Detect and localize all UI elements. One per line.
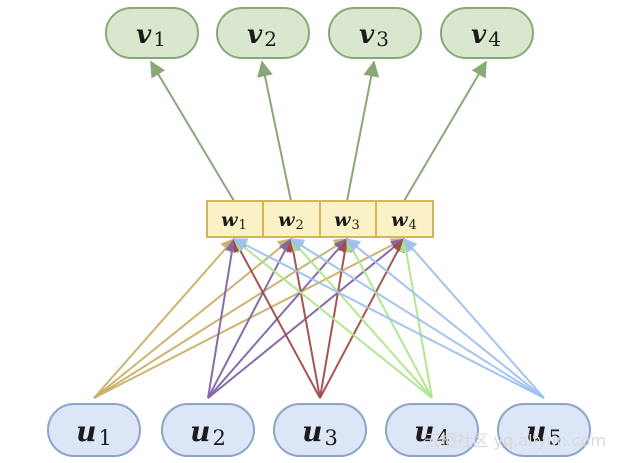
- svg-text:u3: u3: [302, 415, 338, 450]
- input-to-weight-edges: [93, 237, 545, 399]
- svg-text:v4: v4: [471, 20, 501, 51]
- svg-text:u2: u2: [190, 415, 226, 450]
- weight-cell-w2: w2: [278, 209, 304, 233]
- input-node-u4-sub: 4: [436, 426, 449, 450]
- edge-u1-to-w2: [93, 238, 293, 399]
- output-node-v1-sub: 1: [153, 27, 166, 51]
- edge-u2-to-w2: [207, 237, 292, 399]
- edge-u5-to-w2: [289, 238, 545, 399]
- svg-text:u1: u1: [76, 415, 112, 450]
- input-node-u1-sub: 1: [98, 426, 111, 450]
- edge-u3-to-w1: [233, 237, 321, 399]
- svg-text:u5: u5: [526, 415, 562, 450]
- edge-u2-to-w1: [207, 237, 239, 399]
- weight-cell-w3: w3: [334, 209, 360, 233]
- svg-text:v3: v3: [359, 20, 389, 51]
- input-node-u3-main: u: [302, 415, 322, 448]
- input-node-u5-main: u: [526, 415, 546, 448]
- edge-u3-to-w2: [286, 237, 321, 399]
- svg-text:v2: v2: [247, 20, 277, 51]
- input-node-u2-main: u: [190, 415, 210, 448]
- watermark-text: 云栖社区 yq.aliyun.com: [424, 431, 606, 450]
- edge-u4-to-w1: [232, 238, 433, 399]
- output-node-v2-sub: 2: [264, 27, 277, 51]
- edge-u5-to-w1: [232, 238, 545, 399]
- input-node-u4-main: u: [414, 415, 434, 448]
- svg-text:v1: v1: [136, 20, 166, 51]
- weight-vector: w1 w2 w3 w4: [206, 200, 434, 238]
- weight-cell-w4-sub: 4: [409, 218, 417, 233]
- svg-text:w3: w3: [334, 209, 360, 233]
- edge-u5-to-w4: [403, 237, 545, 399]
- weight-cell-w1-sub: 1: [239, 218, 247, 233]
- input-node-u2: u2: [161, 403, 255, 457]
- edge-w1-to-v1: [150, 60, 235, 202]
- weight-cell-w4: w4: [391, 209, 417, 233]
- input-nodes: u1 u2 u3 u4 u5: [47, 403, 591, 457]
- edge-u1-to-w1: [93, 237, 235, 399]
- output-node-v3-sub: 3: [376, 27, 389, 51]
- input-node-u1: u1: [47, 403, 141, 457]
- svg-text:u4: u4: [414, 415, 450, 450]
- input-node-u3-sub: 3: [324, 426, 337, 450]
- input-node-u1-main: u: [76, 415, 96, 448]
- edge-w3-to-v3: [346, 60, 380, 202]
- input-node-u5: u5: [497, 403, 591, 457]
- input-node-u2-sub: 2: [212, 426, 225, 450]
- weight-cell-w2-main: w: [278, 209, 295, 231]
- output-node-v1-main: v: [136, 20, 152, 50]
- edge-w2-to-v2: [257, 60, 292, 202]
- weight-cell-w1: w1: [221, 209, 247, 233]
- input-node-u3: u3: [273, 403, 367, 457]
- svg-text:w4: w4: [391, 209, 417, 233]
- weight-cell-w3-main: w: [334, 209, 351, 231]
- edge-w4-to-v4: [403, 60, 487, 202]
- output-node-v4-main: v: [471, 20, 487, 50]
- output-node-v2-main: v: [247, 20, 263, 50]
- edge-u4-to-w2: [290, 237, 433, 399]
- output-node-v4-sub: 4: [488, 27, 501, 51]
- svg-text:w1: w1: [221, 209, 247, 233]
- input-node-u5-sub: 5: [548, 426, 561, 450]
- weight-cell-w3-sub: 3: [352, 218, 360, 233]
- input-node-u4: u4: [385, 403, 479, 457]
- weight-cell-w4-main: w: [391, 209, 408, 231]
- weight-cell-w2-sub: 2: [296, 218, 304, 233]
- output-node-v3-main: v: [359, 20, 375, 50]
- edge-u5-to-w3: [345, 238, 545, 399]
- weight-to-output-edges: [150, 60, 487, 202]
- svg-text:w2: w2: [278, 209, 304, 233]
- weight-cell-w1-main: w: [221, 209, 238, 231]
